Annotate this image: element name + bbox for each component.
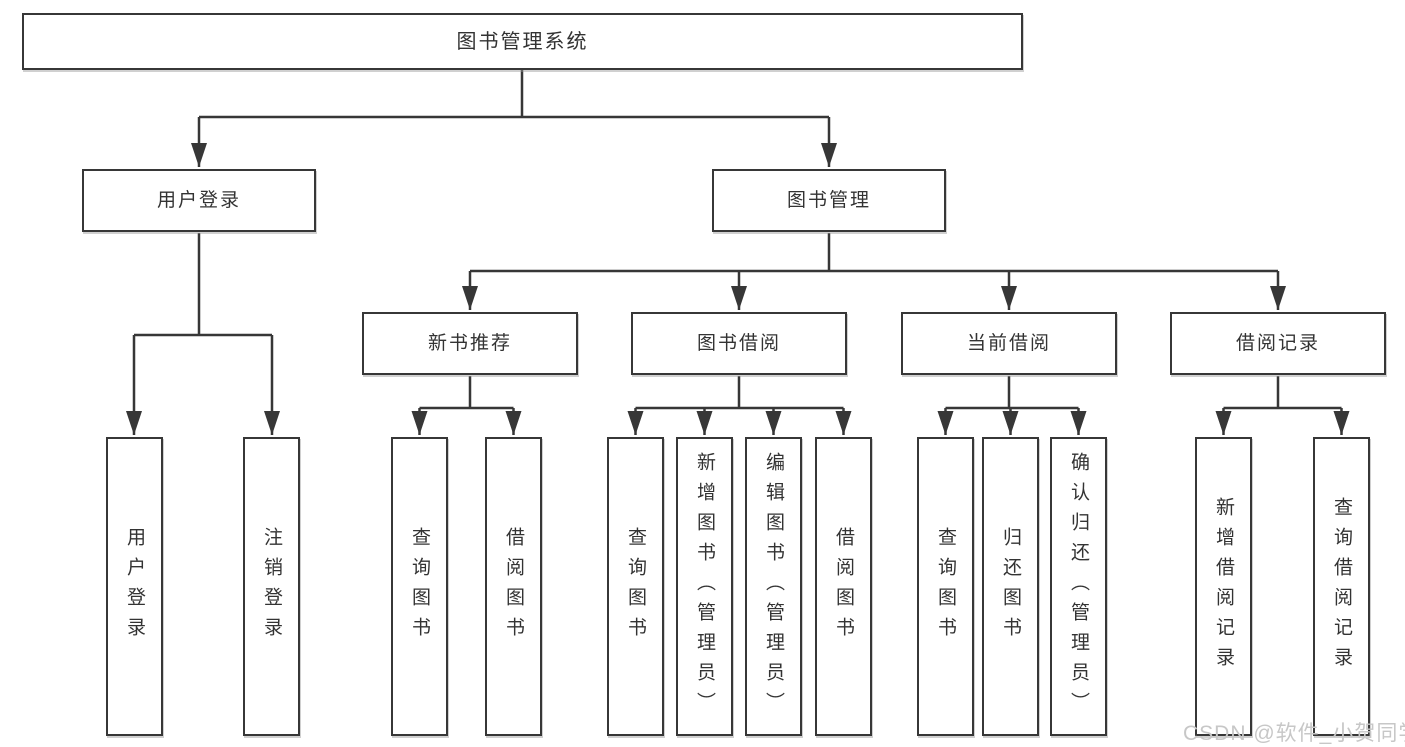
leaf-user-login: 用户登录 — [106, 437, 163, 736]
node-label: 查询图书 — [935, 526, 956, 647]
node-label: 用户登录 — [156, 190, 241, 211]
node-label: 借阅图书 — [503, 526, 524, 647]
node-new-book-recommendation: 新书推荐 — [362, 312, 578, 375]
node-label: 确认归还（管理员） — [1068, 451, 1089, 722]
leaf-query-books-current: 查询图书 — [917, 437, 974, 736]
node-label: 借阅图书 — [833, 526, 854, 647]
leaf-confirm-return-admin: 确认归还（管理员） — [1050, 437, 1107, 736]
leaf-query-books-borrow: 查询图书 — [607, 437, 664, 736]
node-current-borrowing: 当前借阅 — [901, 312, 1117, 375]
node-user-login-branch: 用户登录 — [82, 169, 316, 232]
leaf-query-books-recommend: 查询图书 — [391, 437, 448, 736]
leaf-query-borrow-record: 查询借阅记录 — [1313, 437, 1370, 736]
connector-trunks — [134, 70, 1342, 410]
node-book-borrowing: 图书借阅 — [631, 312, 847, 375]
leaf-borrow-books: 借阅图书 — [815, 437, 872, 736]
node-label: 当前借阅 — [966, 333, 1051, 354]
leaf-logout: 注销登录 — [243, 437, 300, 736]
leaf-return-books: 归还图书 — [982, 437, 1039, 736]
node-label: 新书推荐 — [427, 333, 512, 354]
node-library-management-system: 图书管理系统 — [22, 13, 1023, 70]
node-book-management-branch: 图书管理 — [712, 169, 946, 232]
leaf-add-borrow-record: 新增借阅记录 — [1195, 437, 1252, 736]
node-label: 图书管理 — [786, 190, 871, 211]
node-label: 查询借阅记录 — [1331, 496, 1352, 677]
node-label: 查询图书 — [409, 526, 430, 647]
node-label: 新增借阅记录 — [1213, 496, 1234, 677]
node-label: 用户登录 — [124, 526, 145, 647]
node-label: 借阅记录 — [1235, 333, 1320, 354]
csdn-watermark: CSDN @软件_小贺同学 — [1183, 722, 1405, 745]
node-label: 注销登录 — [261, 526, 282, 647]
node-label: 编辑图书（管理员） — [763, 451, 784, 722]
node-label: 图书借阅 — [696, 333, 781, 354]
node-borrowing-records: 借阅记录 — [1170, 312, 1386, 375]
connector-arrows — [126, 117, 1350, 435]
node-label: 归还图书 — [1000, 526, 1021, 647]
leaf-borrow-books-recommend: 借阅图书 — [485, 437, 542, 736]
node-label: 新增图书（管理员） — [694, 451, 715, 722]
node-label: 图书管理系统 — [456, 30, 589, 53]
node-label: 查询图书 — [625, 526, 646, 647]
leaf-edit-book-admin: 编辑图书（管理员） — [745, 437, 802, 736]
leaf-add-book-admin: 新增图书（管理员） — [676, 437, 733, 736]
